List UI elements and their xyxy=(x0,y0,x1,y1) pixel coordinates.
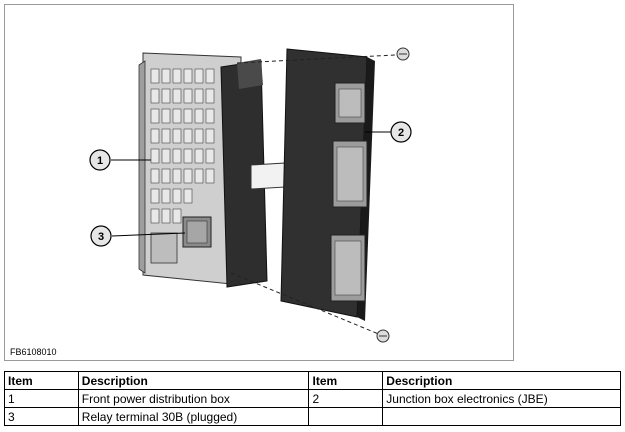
junction-box-cover xyxy=(220,59,268,288)
legend-header-row: Item Description Item Description xyxy=(4,371,621,390)
table-row: 3 Relay terminal 30B (plugged) xyxy=(4,407,621,426)
power-distribution-box xyxy=(138,52,242,286)
junction-box-electronics xyxy=(280,48,375,321)
item-description xyxy=(382,407,621,426)
callout-2: 2 xyxy=(390,121,412,143)
item-number: 3 xyxy=(4,407,79,426)
item-number xyxy=(308,407,384,426)
screw-top xyxy=(396,47,410,61)
figure-id-label: FB6108010 xyxy=(10,347,57,357)
item-description: Junction box electronics (JBE) xyxy=(382,389,621,408)
item-description: Relay terminal 30B (plugged) xyxy=(77,407,310,426)
callout-3: 3 xyxy=(90,225,112,247)
callout-2-label: 2 xyxy=(398,127,404,139)
fuse-box-illustration: 1 2 3 xyxy=(89,47,412,343)
callout-3-leader xyxy=(111,232,186,237)
screw-bottom xyxy=(376,329,390,343)
item-number: 2 xyxy=(308,389,384,408)
header-description: Description xyxy=(382,371,621,390)
header-description: Description xyxy=(77,371,310,390)
callout-1: 1 xyxy=(89,149,111,171)
callout-1-label: 1 xyxy=(97,155,103,167)
callout-3-label: 3 xyxy=(98,231,104,243)
screw-guide-lines xyxy=(230,54,396,336)
item-number: 1 xyxy=(4,389,79,408)
header-item: Item xyxy=(308,371,384,390)
table-row: 1 Front power distribution box 2 Junctio… xyxy=(4,389,621,408)
illustration-frame: 1 2 3 FB6108010 xyxy=(4,4,514,361)
legend-table: Item Description Item Description 1 Fron… xyxy=(4,371,621,426)
header-item: Item xyxy=(4,371,79,390)
item-description: Front power distribution box xyxy=(77,389,310,408)
